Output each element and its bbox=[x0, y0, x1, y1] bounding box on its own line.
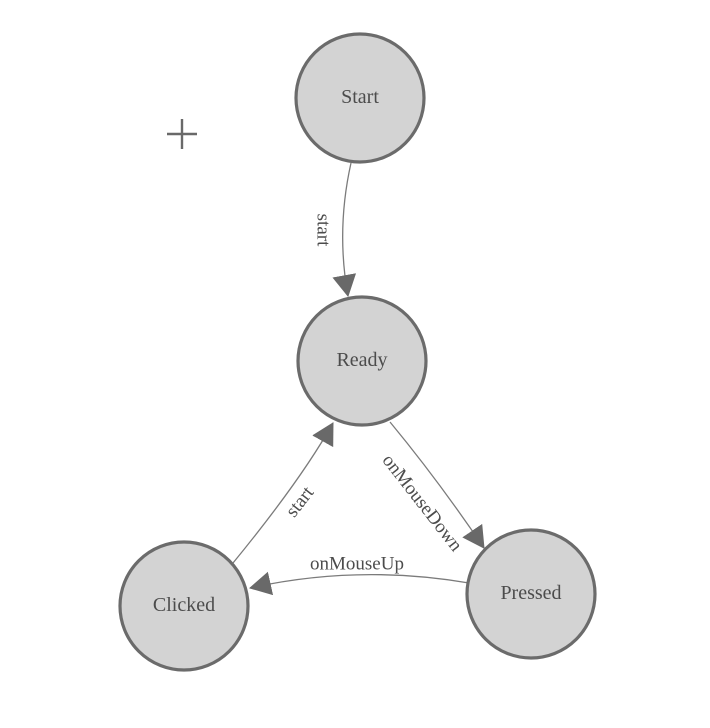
node-pressed-label: Pressed bbox=[500, 582, 561, 604]
node-clicked-label: Clicked bbox=[153, 594, 215, 616]
node-start[interactable]: Start bbox=[294, 32, 426, 164]
node-ready-circle[interactable] bbox=[296, 295, 428, 427]
edge-path-pressed-to-clicked[interactable] bbox=[249, 571, 470, 596]
node-clicked-circle[interactable] bbox=[118, 540, 250, 672]
plus-icon bbox=[167, 119, 197, 149]
edge-path-ready-to-pressed[interactable] bbox=[389, 421, 485, 549]
edge-clicked-to-ready: start bbox=[232, 422, 334, 564]
edge-pressed-to-clicked: onMouseUp bbox=[249, 554, 470, 596]
edge-label-clicked-to-ready: start bbox=[282, 482, 319, 521]
edge-label-start-to-ready: start bbox=[313, 214, 334, 247]
edge-label-pressed-to-clicked: onMouseUp bbox=[310, 554, 404, 575]
edge-ready-to-pressed: onMouseDown bbox=[378, 421, 485, 556]
node-clicked[interactable]: Clicked bbox=[118, 540, 250, 672]
node-pressed[interactable]: Pressed bbox=[465, 528, 597, 660]
edge-path-start-to-ready[interactable] bbox=[332, 162, 357, 297]
node-ready-label: Ready bbox=[336, 349, 387, 371]
node-ready[interactable]: Ready bbox=[296, 295, 428, 427]
node-start-label: Start bbox=[341, 86, 379, 108]
edge-path-clicked-to-ready[interactable] bbox=[232, 422, 334, 564]
node-pressed-circle[interactable] bbox=[465, 528, 597, 660]
node-start-circle[interactable] bbox=[294, 32, 426, 164]
edge-start-to-ready: start bbox=[313, 162, 357, 297]
